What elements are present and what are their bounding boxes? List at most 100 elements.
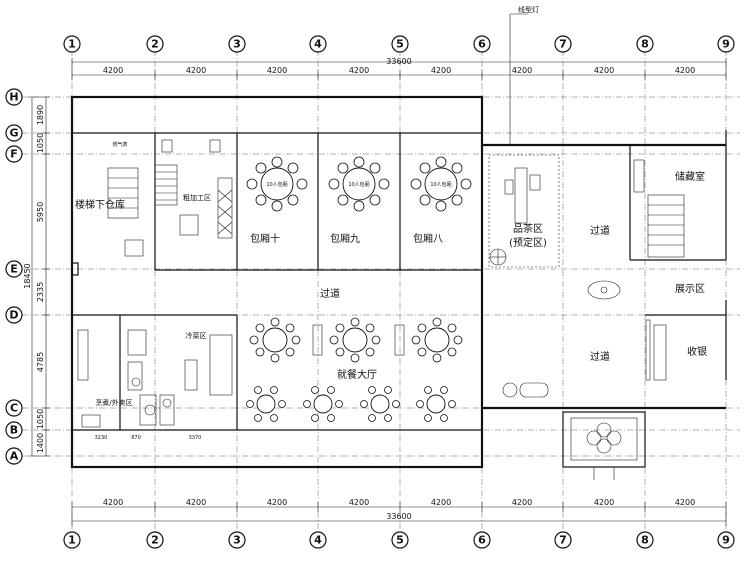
dimension-label: 4200 bbox=[186, 498, 206, 507]
column-bubble: 1 bbox=[63, 35, 81, 53]
column-bubble: 3 bbox=[228, 35, 246, 53]
column-label: 2 bbox=[151, 38, 159, 51]
room-label-gas-meter: 燃气表 bbox=[112, 141, 127, 148]
column-bubble: 8 bbox=[636, 35, 654, 53]
row-bubble: F bbox=[5, 145, 23, 163]
dimension-label: 1050 bbox=[36, 409, 45, 429]
row-label: B bbox=[10, 424, 18, 437]
column-bubble: 2 bbox=[146, 35, 164, 53]
row-bubble: B bbox=[5, 421, 23, 439]
room-label-room8: 包厢八 bbox=[413, 232, 443, 245]
column-label: 2 bbox=[151, 534, 159, 547]
room-label-rough-processing: 粗加工区 bbox=[183, 193, 211, 202]
private-room-table-10: 10人包厢 bbox=[246, 156, 308, 212]
entrance bbox=[562, 411, 646, 480]
table-label: 10人包厢 bbox=[430, 181, 451, 188]
room-label-tea-sub: (预定区) bbox=[509, 236, 547, 249]
row-bubble: D bbox=[5, 306, 23, 324]
row-bubble: C bbox=[5, 399, 23, 417]
exhibition-ornament bbox=[587, 280, 621, 300]
column-label: 1 bbox=[68, 38, 76, 51]
dimension-label: 1050 bbox=[36, 133, 45, 153]
room-label-room10: 包厢十 bbox=[250, 232, 280, 245]
private-room-table-9: 10人包厢 bbox=[328, 156, 390, 212]
dimension-label: 3230 bbox=[95, 435, 108, 441]
room-label-room9: 包厢九 bbox=[330, 232, 360, 245]
column-bubble: 6 bbox=[473, 531, 491, 549]
table-label: 10人包厢 bbox=[266, 181, 287, 188]
table-label: 10人包厢 bbox=[348, 181, 369, 188]
dining-table bbox=[411, 317, 463, 363]
stair-icon bbox=[107, 164, 178, 257]
interior-walls bbox=[72, 132, 726, 431]
cashier-counter bbox=[645, 319, 651, 381]
dimension-label: 4200 bbox=[675, 66, 695, 75]
row-label: G bbox=[9, 127, 18, 140]
dining-table bbox=[416, 386, 456, 422]
column-bubble: 1 bbox=[63, 531, 81, 549]
row-label: C bbox=[10, 402, 18, 415]
column-label: 9 bbox=[722, 38, 730, 51]
row-bubble: H bbox=[5, 88, 23, 106]
column-bubble: 9 bbox=[717, 35, 735, 53]
column-label: 8 bbox=[641, 534, 649, 547]
row-bubble: A bbox=[5, 447, 23, 465]
dimension-label: 4200 bbox=[349, 66, 369, 75]
room-label-tea: 品茶区 bbox=[513, 222, 543, 235]
room-label-cashier: 收银 bbox=[687, 345, 707, 358]
room-label-cold-dish: 冷菜区 bbox=[186, 331, 207, 340]
kitchen-dimensions: 3230 870 3370 bbox=[95, 435, 202, 441]
column-bubble: 5 bbox=[391, 35, 409, 53]
room-label-storage: 储藏室 bbox=[675, 170, 705, 183]
column-label: 4 bbox=[314, 534, 322, 547]
dimension-label: 4200 bbox=[267, 498, 287, 507]
column-label: 7 bbox=[559, 38, 567, 51]
column-label: 6 bbox=[478, 38, 486, 51]
dimension-chain-left: 1890 1050 5950 2335 4785 1050 1400 18450 bbox=[23, 96, 50, 457]
room-label-corridor-right: 过道 bbox=[590, 224, 610, 237]
dining-table bbox=[249, 317, 301, 363]
room-label-corridor-upper: 过道 bbox=[320, 287, 340, 300]
dimension-label: 4200 bbox=[103, 498, 123, 507]
column-label: 7 bbox=[559, 534, 567, 547]
column-bubble: 2 bbox=[146, 531, 164, 549]
room-label-exhibition: 展示区 bbox=[675, 283, 705, 295]
room-label-stair-storage: 楼梯下仓库 bbox=[75, 198, 125, 211]
dimension-chain-top: 4200 4200 4200 4200 4200 4200 4200 4200 … bbox=[71, 57, 727, 80]
dining-table bbox=[303, 386, 343, 422]
dimension-label: 4200 bbox=[267, 66, 287, 75]
dimension-label: 4200 bbox=[186, 66, 206, 75]
dimension-label: 4200 bbox=[594, 498, 614, 507]
exterior-walls bbox=[70, 95, 727, 469]
dimension-label: 4200 bbox=[512, 66, 532, 75]
dimension-label: 4200 bbox=[103, 66, 123, 75]
dining-table bbox=[246, 386, 286, 422]
callout-leader: 线型灯 bbox=[509, 5, 539, 145]
column-label: 5 bbox=[396, 38, 404, 51]
column-label: 9 bbox=[722, 534, 730, 547]
dimension-total: 33600 bbox=[386, 57, 411, 66]
dimension-label: 1890 bbox=[36, 105, 45, 125]
row-label: E bbox=[10, 263, 18, 276]
grid-lines-vertical bbox=[71, 50, 727, 530]
row-label: D bbox=[9, 309, 18, 322]
column-bubbles-top: 1 2 3 4 5 6 7 8 9 bbox=[63, 35, 735, 53]
room-label-corridor-lower: 过道 bbox=[590, 350, 610, 363]
column-bubble: 4 bbox=[309, 531, 327, 549]
column-bubble: 3 bbox=[228, 531, 246, 549]
dimension-label: 1400 bbox=[36, 433, 45, 453]
row-bubble: G bbox=[5, 124, 23, 142]
dimension-label: 4200 bbox=[431, 66, 451, 75]
column-bubble: 7 bbox=[554, 531, 572, 549]
stair-icon bbox=[633, 159, 685, 258]
row-label: A bbox=[10, 450, 19, 463]
column-bubble: 5 bbox=[391, 531, 409, 549]
column-bubble: 8 bbox=[636, 531, 654, 549]
row-bubble: E bbox=[5, 260, 23, 278]
tea-area-furniture bbox=[488, 154, 560, 268]
dining-table bbox=[360, 386, 400, 422]
column-bubbles-bottom: 1 2 3 4 5 6 7 8 9 bbox=[63, 531, 735, 549]
column-bubble: 9 bbox=[717, 531, 735, 549]
column-label: 5 bbox=[396, 534, 404, 547]
